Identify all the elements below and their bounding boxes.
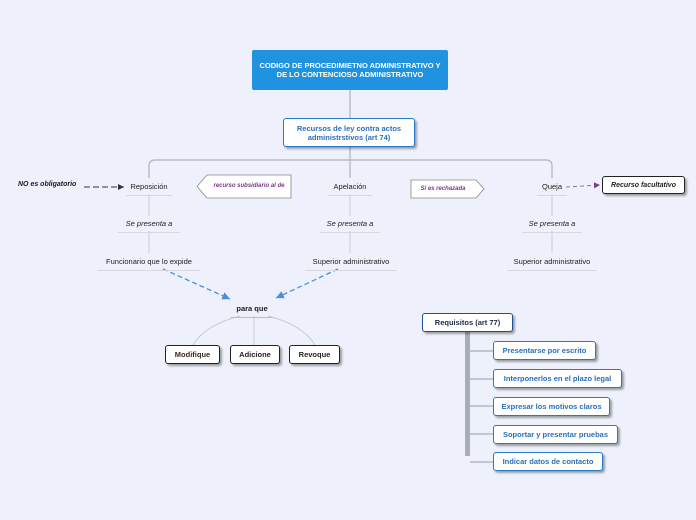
requisito-item[interactable]: Indicar datos de contacto [493,452,603,471]
queja-presenta-node[interactable]: Se presenta a [522,219,582,233]
rechazada-callout-shape [410,179,485,199]
queja-superior-node[interactable]: Superior administrativo [507,257,597,271]
apelacion-presenta-node[interactable]: Se presenta a [320,219,380,233]
para-que-node[interactable]: para que [231,304,273,318]
subsidiario-callout-shape [196,174,292,199]
requisitos-node[interactable]: Requisitos (art 77) [422,313,513,332]
recurso-subsidiario-label[interactable]: recurso subsidiario al de [213,183,285,189]
reposicion-presenta-node[interactable]: Se presenta a [118,219,180,233]
queja-node[interactable]: Queja [537,182,567,196]
apelacion-node[interactable]: Apelación [328,182,372,196]
requisito-item[interactable]: Presentarse por escrito [493,341,596,360]
apelacion-superior-node[interactable]: Superior administrativo [305,257,397,271]
root-topic[interactable]: CODIGO DE PROCEDIMIETNO ADMINISTRATIVO Y… [252,50,448,90]
requisito-item[interactable]: Interponerlos en el plazo legal [493,369,622,388]
requisito-item[interactable]: Soportar y presentar pruebas [493,425,618,444]
reposicion-node[interactable]: Reposición [126,182,172,196]
requisito-item[interactable]: Expresar los motivos claros [493,397,610,416]
funcionario-node[interactable]: Funcionario que lo expide [98,257,200,271]
adicione-node[interactable]: Adicione [230,345,280,364]
revoque-node[interactable]: Revoque [289,345,340,364]
recursos-node[interactable]: Recursos de ley contra actos administrst… [283,118,415,147]
no-obligatorio-note[interactable]: NO es obligatorio [18,181,77,188]
si-rechazada-label[interactable]: Si es rechazada [420,185,466,192]
modifique-node[interactable]: Modifique [165,345,220,364]
recurso-facultativo-node[interactable]: Recurso facultativo [602,176,685,194]
